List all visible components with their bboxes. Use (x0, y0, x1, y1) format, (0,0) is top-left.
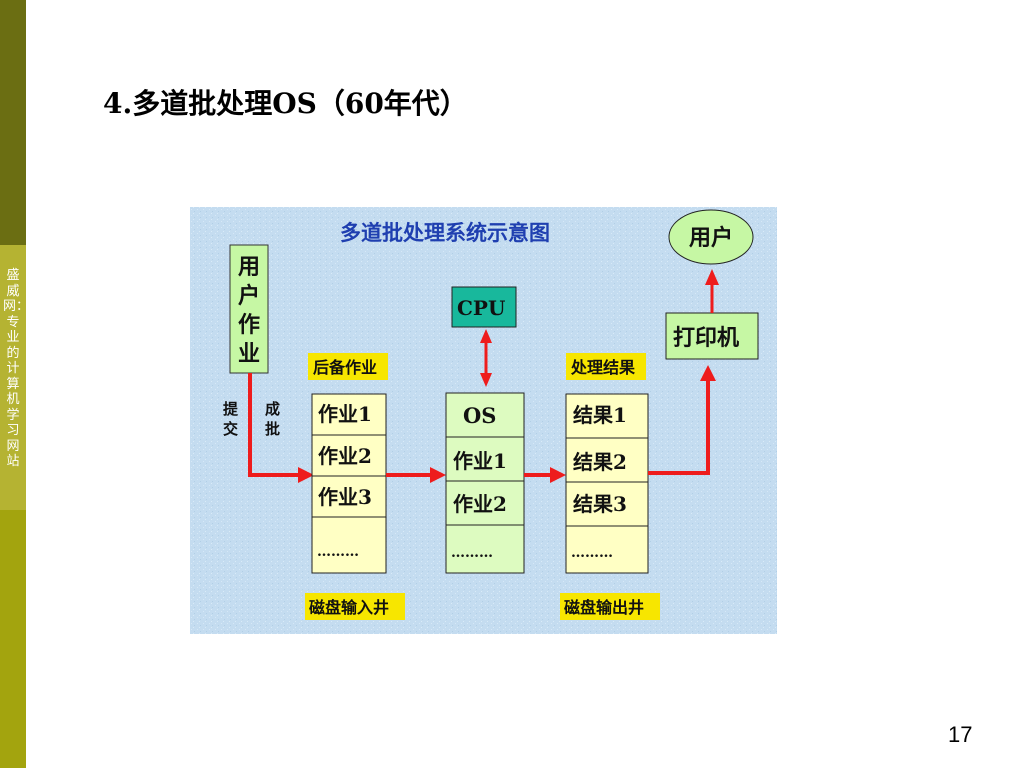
input-well-stack: 作业1 作业2 作业3 ……… (311, 393, 387, 574)
slide-title: 4.多道批处理OS（60年代） (103, 87, 468, 120)
user-jobs-char-2: 户 (238, 283, 260, 309)
input-well-label: 磁盘输入井 (309, 598, 389, 617)
sidebar-site-text: 盛威网：专业的计算机学习网站 (3, 268, 30, 469)
output-well-label: 磁盘输出井 (564, 598, 644, 617)
result-2: 结果2 (573, 450, 627, 474)
os-cell (445, 480, 525, 526)
submit-label-char-1: 提 (223, 400, 239, 418)
input-job-1: 作业1 (318, 402, 372, 426)
user-label: 用户 (689, 225, 733, 251)
input-job-ellipsis: ……… (317, 544, 359, 560)
arrow-output-well-to-printer (648, 379, 710, 475)
sidebar-band-middle (0, 245, 26, 510)
diagram-title: 多道批处理系统示意图 (340, 220, 550, 245)
user-jobs-char-3: 作 (238, 312, 260, 338)
user-jobs-char-4: 业 (238, 341, 260, 367)
result-cell (565, 525, 649, 574)
result-ellipsis: ……… (571, 545, 613, 561)
cpu-box (451, 286, 517, 328)
results-label: 处理结果 (570, 358, 635, 377)
arrowhead-user-to-input-well (298, 467, 314, 483)
result-1: 结果1 (573, 403, 627, 427)
input-job-cell (311, 516, 387, 574)
os-job-1: 作业1 (453, 449, 507, 473)
backup-jobs-label: 后备作业 (313, 358, 377, 377)
results-label-box (566, 353, 646, 380)
result-cell (565, 437, 649, 483)
printer-box (665, 312, 759, 360)
os-job-ellipsis: ……… (451, 545, 493, 561)
output-well-stack: 结果1 结果2 结果3 ……… (565, 393, 649, 574)
arrowhead-printer-to-user (705, 269, 719, 285)
result-cell (565, 481, 649, 527)
os-cell (445, 392, 525, 438)
result-3: 结果3 (573, 492, 627, 516)
os-label: OS (463, 403, 496, 428)
arrow-user-to-input-well (248, 373, 300, 477)
backup-jobs-label-box (308, 353, 388, 380)
arrowhead-os-to-output-well (550, 467, 566, 483)
arrowhead-output-well-to-printer (700, 365, 716, 381)
result-cell (565, 393, 649, 439)
input-job-3: 作业3 (318, 485, 372, 509)
arrowhead-cpu (480, 329, 492, 343)
os-memory-stack: OS 作业1 作业2 ……… (445, 392, 525, 574)
output-well-label-box (560, 593, 660, 620)
multiprogramming-batch-diagram: 多道批处理系统示意图 用 户 作 业 提 交 成 批 后备作业 作业1 作业2 … (190, 207, 777, 634)
user-jobs-label: 用 户 作 业 (238, 254, 260, 367)
user-ellipse (668, 209, 754, 265)
arrowhead-input-well-to-os (430, 467, 446, 483)
arrowhead-os (480, 373, 492, 387)
batch-label-char-2: 批 (265, 420, 280, 438)
input-job-cell (311, 475, 387, 518)
sidebar-band-top (0, 0, 26, 245)
user-jobs-char-1: 用 (238, 254, 260, 280)
cpu-label: CPU (457, 296, 505, 320)
page-number: 17 (948, 722, 973, 747)
sidebar-band-bottom (0, 510, 26, 768)
os-job-2: 作业2 (453, 492, 507, 516)
sidebar: 盛威网：专业的计算机学习网站 (0, 0, 30, 768)
os-cell (445, 524, 525, 574)
batch-label-char-1: 成 (265, 400, 280, 418)
printer-label: 打印机 (673, 325, 739, 351)
input-job-2: 作业2 (318, 444, 372, 468)
input-well-label-box (305, 593, 405, 620)
submit-label-char-2: 交 (223, 420, 238, 438)
